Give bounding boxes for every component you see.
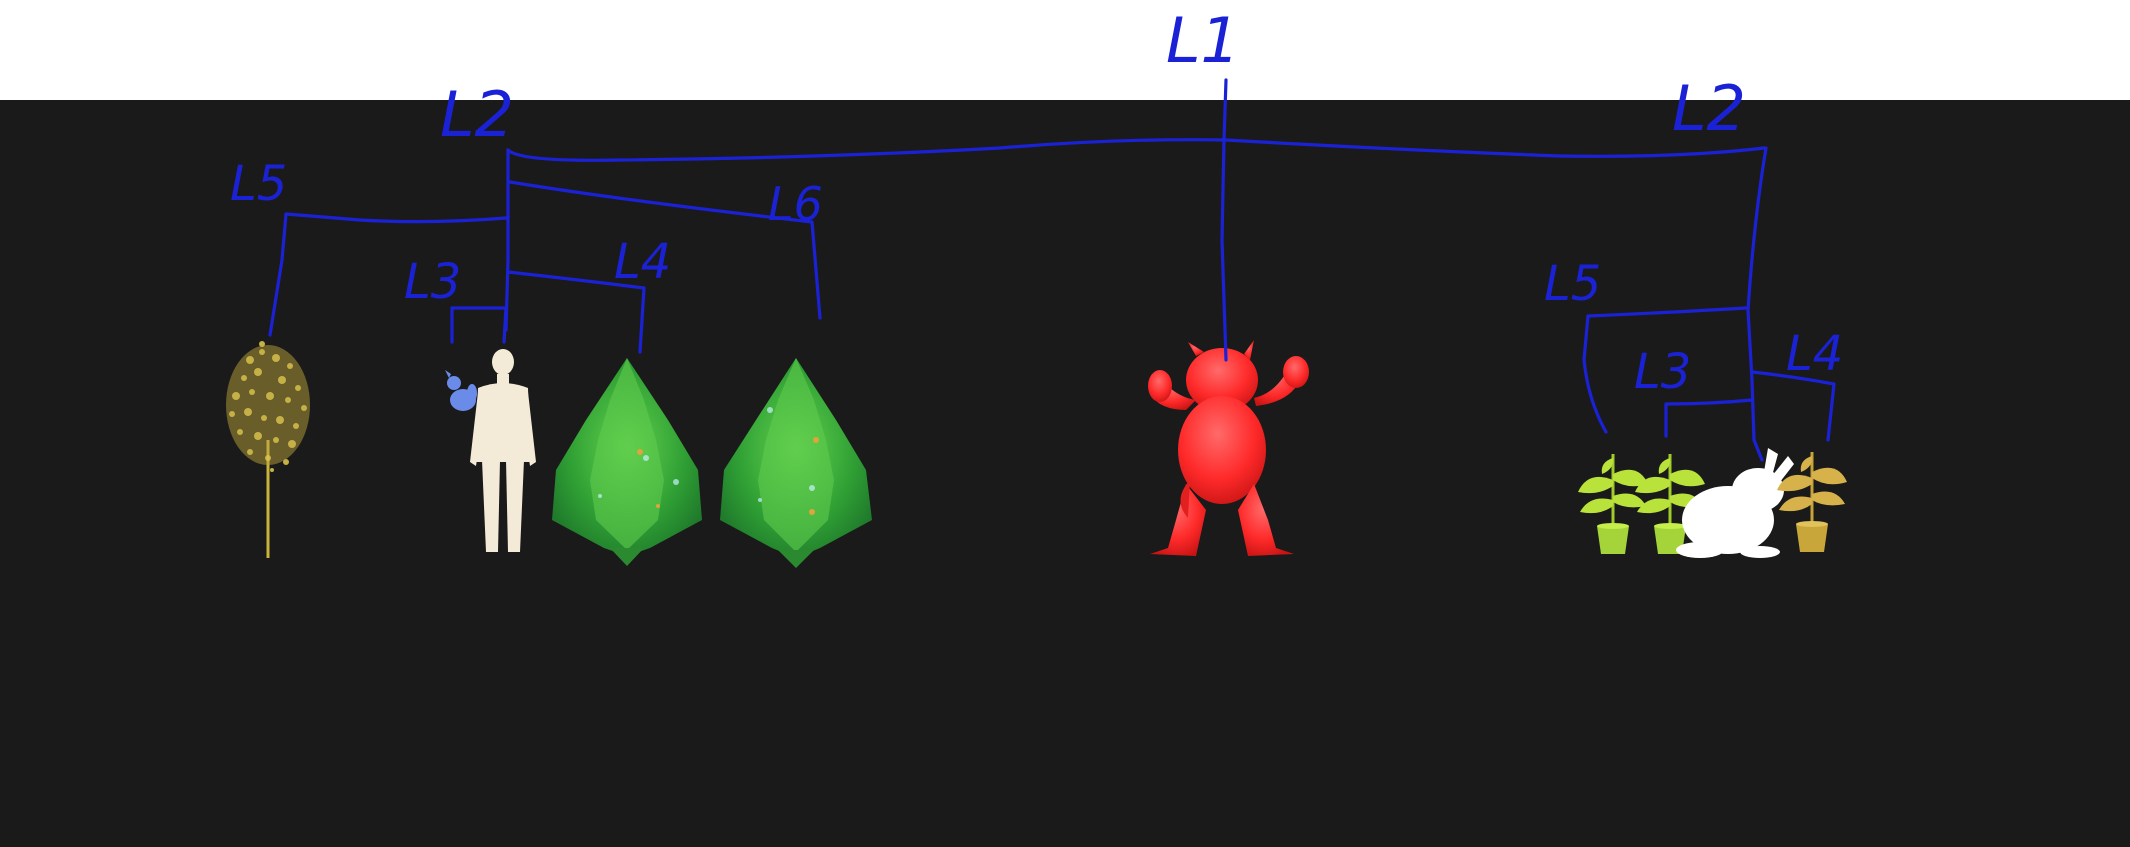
left-l3-branch-line bbox=[450, 306, 508, 344]
label-right-l4: L4 bbox=[1786, 326, 1843, 382]
label-left-l3: L3 bbox=[404, 254, 461, 310]
label-left-l2: L2 bbox=[440, 78, 514, 151]
human-object bbox=[470, 349, 536, 552]
label-right-l3: L3 bbox=[1634, 344, 1691, 400]
right-l2-stem-line bbox=[1746, 146, 1768, 462]
hierarchy-labels: L1 L2 L2 L5 L6 L3 L4 L5 L3 L4 bbox=[230, 4, 1843, 400]
label-left-l6: L6 bbox=[768, 177, 823, 231]
right-l3-branch-line bbox=[1664, 398, 1754, 438]
left-l5-branch-line bbox=[268, 212, 508, 337]
potted-plant-object bbox=[1578, 454, 1648, 554]
hierarchy-lines bbox=[268, 78, 1836, 462]
left-l3-tick-line bbox=[502, 306, 508, 344]
tree-object bbox=[226, 341, 310, 558]
label-left-l5: L5 bbox=[230, 156, 287, 212]
armadillo-object bbox=[1148, 340, 1309, 556]
bush-object bbox=[552, 358, 702, 566]
left-l6-branch-line bbox=[508, 180, 822, 320]
top-white-band bbox=[0, 0, 2130, 100]
root-horizontal-line bbox=[506, 138, 1766, 162]
potted-plant-object-3 bbox=[1777, 452, 1847, 552]
label-left-l4: L4 bbox=[614, 234, 671, 290]
label-root: L1 bbox=[1166, 4, 1240, 77]
left-l4-branch-line bbox=[506, 270, 646, 354]
right-l4-branch-line bbox=[1750, 370, 1836, 442]
root-stem-line bbox=[1220, 78, 1228, 362]
label-right-l2: L2 bbox=[1672, 72, 1746, 145]
right-l5-branch-line bbox=[1582, 306, 1748, 434]
bush-object-2 bbox=[720, 358, 872, 568]
label-right-l5: L5 bbox=[1544, 256, 1601, 312]
bunny-object bbox=[1676, 448, 1794, 558]
small-blue-figure-object bbox=[445, 370, 477, 411]
